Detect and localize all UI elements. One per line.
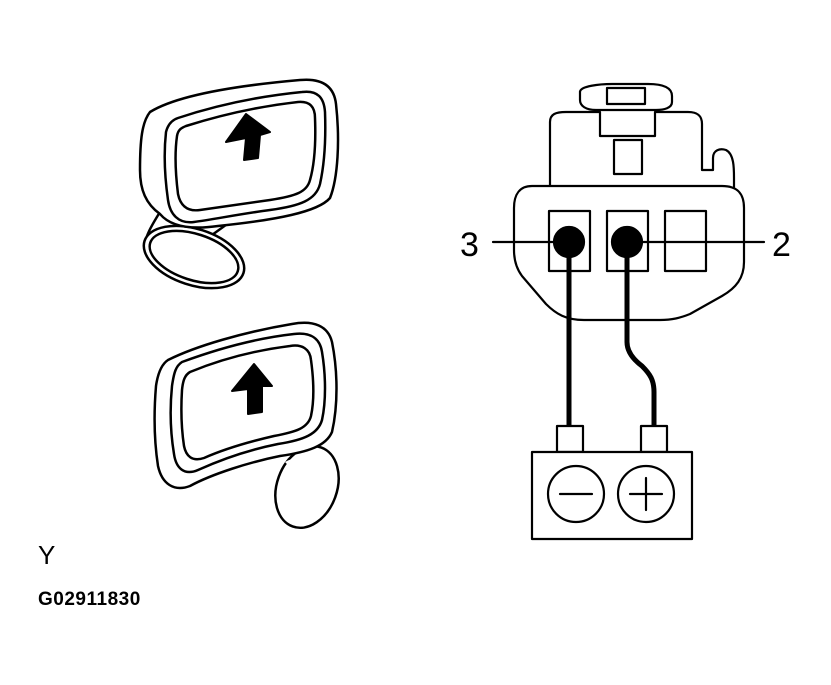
battery	[530, 424, 694, 541]
mirror-lower-glass	[180, 344, 315, 461]
mirror-upper	[138, 78, 340, 290]
mirror-lower-base	[274, 444, 340, 530]
terminal-label-3: 3	[460, 226, 479, 264]
test-leads	[566, 249, 657, 431]
figure-code: G02911830	[38, 589, 141, 610]
lead-positive	[624, 249, 657, 431]
connector-lock-slot	[612, 138, 644, 176]
battery-post-negative	[555, 424, 585, 454]
arrow-up-icon	[225, 113, 271, 161]
arrow-up-icon	[231, 363, 273, 415]
mirror-upper-glass	[174, 100, 317, 212]
battery-post-positive	[639, 424, 669, 454]
connector-latch-tab	[605, 86, 647, 106]
view-label: Y	[38, 540, 56, 570]
terminal-label-2: 2	[772, 226, 791, 264]
mirror-lower	[153, 321, 340, 530]
